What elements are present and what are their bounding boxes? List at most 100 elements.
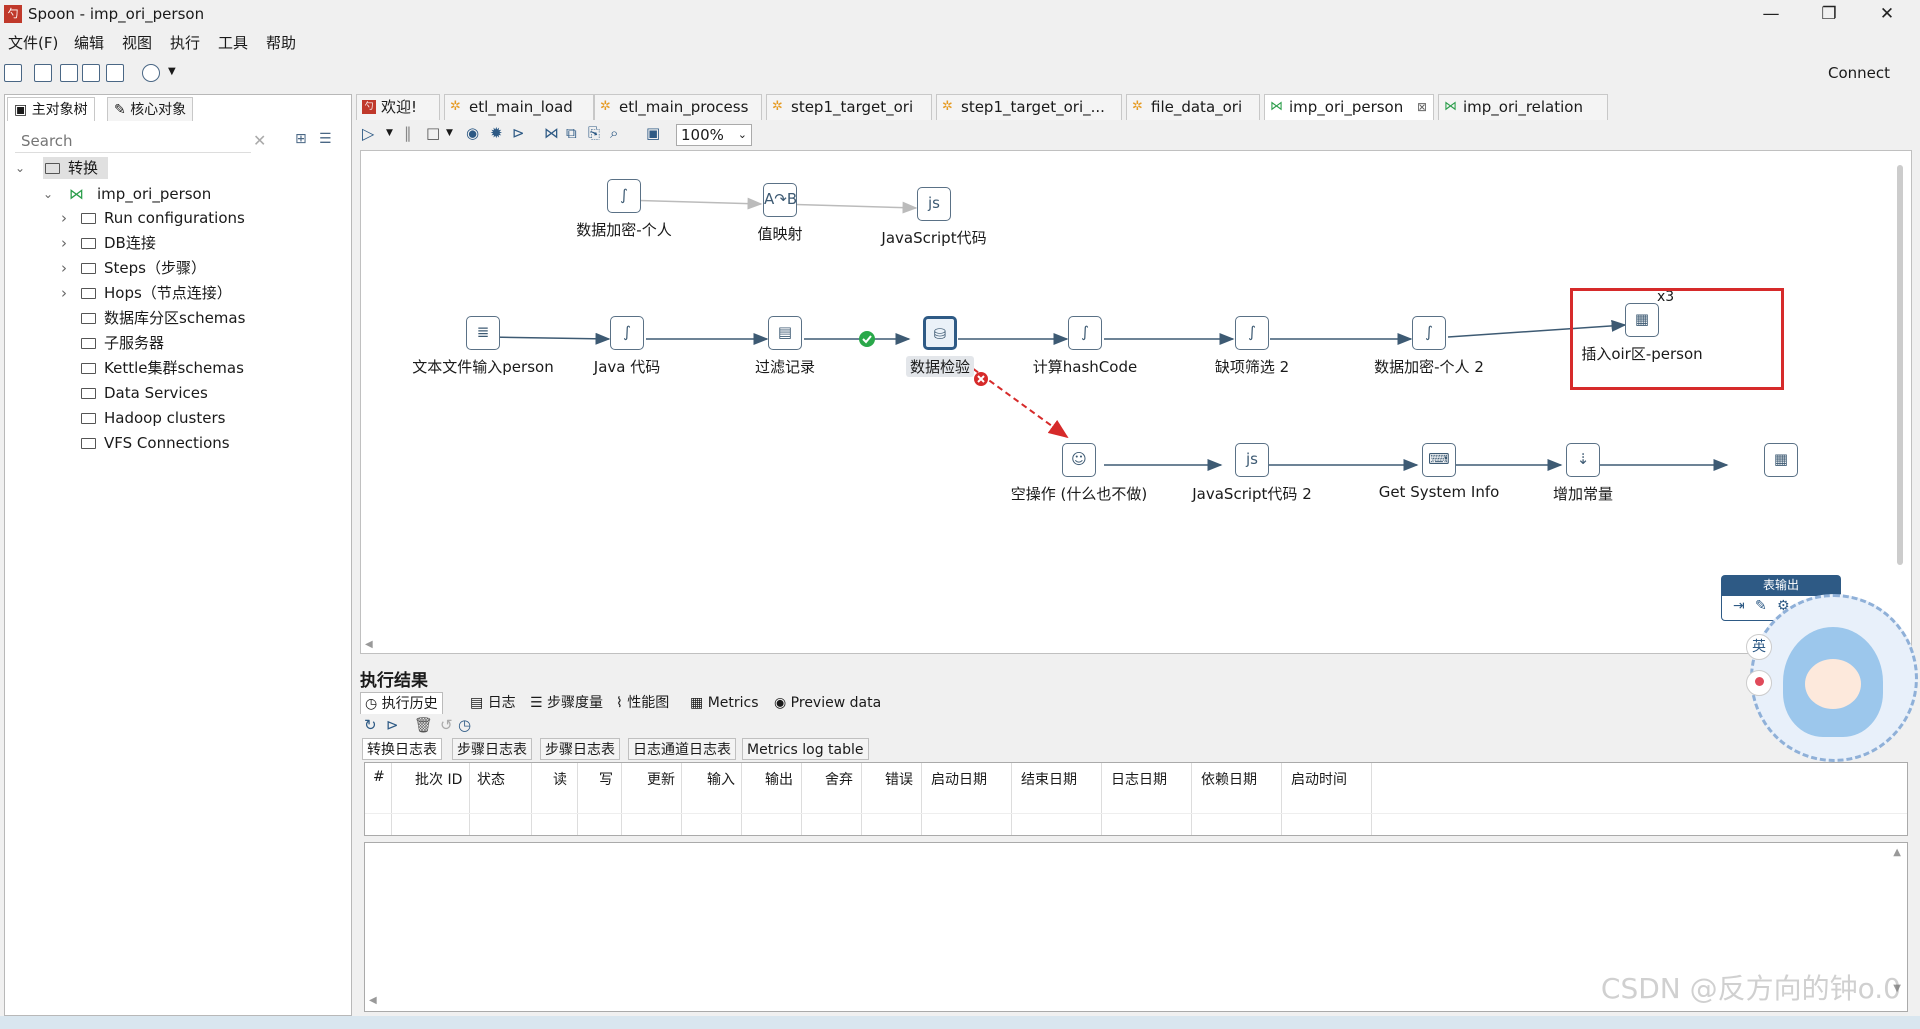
tree-item[interactable]: Hadoop clusters xyxy=(81,407,225,429)
tree-item[interactable]: ›DB连接 xyxy=(61,234,156,252)
expand-all-icon[interactable]: ⊞ xyxy=(295,131,307,147)
tab-metrics-log-table[interactable]: Metrics log table xyxy=(742,738,869,760)
tree-item[interactable]: 数据库分区schemas xyxy=(81,307,245,329)
clear-search-icon[interactable]: ✕ xyxy=(253,131,267,150)
step-missing-filter[interactable]: ∫缺项筛选 2 xyxy=(1215,316,1289,376)
step-data-validator[interactable]: ⛁数据检验 xyxy=(904,316,976,377)
vertical-scrollbar[interactable] xyxy=(1897,165,1903,565)
tree-item[interactable]: ›Run configurations xyxy=(61,209,245,227)
close-button[interactable]: ✕ xyxy=(1879,4,1895,24)
connect-button[interactable]: Connect xyxy=(1827,64,1890,82)
menu-edit[interactable]: 编辑 xyxy=(74,34,105,52)
tab-execution-history[interactable]: ◷ 执行历史 xyxy=(360,692,443,714)
replay-icon[interactable]: ⊳ xyxy=(512,124,525,142)
tab-channel-log-table[interactable]: 日志通道日志表 xyxy=(628,738,736,760)
column-header[interactable]: 状态 xyxy=(477,772,505,788)
step-table-output[interactable]: ▦ xyxy=(1745,443,1817,483)
menu-file[interactable]: 文件(F) xyxy=(8,34,59,52)
replay-icon[interactable]: ⊳ xyxy=(386,716,399,734)
menu-help[interactable]: 帮助 xyxy=(266,34,297,52)
column-header[interactable]: 读 xyxy=(553,772,567,788)
scroll-down-icon[interactable]: ▼ xyxy=(1893,983,1901,994)
tab-file-data-ori[interactable]: ✲file_data_ori xyxy=(1126,94,1260,120)
step-get-system-info[interactable]: ⌨Get System Info xyxy=(1379,443,1499,501)
column-header[interactable]: 结束日期 xyxy=(1021,772,1077,788)
column-header[interactable]: # xyxy=(373,769,385,785)
chevron-down-icon[interactable]: ▼ xyxy=(386,128,393,138)
floating-avatar-widget[interactable] xyxy=(1750,594,1918,762)
step-calc-hashcode[interactable]: ∫计算hashCode xyxy=(1033,316,1137,376)
ime-badge[interactable]: 英 xyxy=(1746,634,1772,660)
tab-etl-main-load[interactable]: ✲etl_main_load xyxy=(444,94,594,120)
chevron-down-icon[interactable]: ▼ xyxy=(446,128,453,138)
chevron-down-icon[interactable]: ▼ xyxy=(168,66,176,77)
tree-item[interactable]: VFS Connections xyxy=(81,432,230,454)
tab-metrics[interactable]: ▦ Metrics xyxy=(690,695,759,711)
input-icon[interactable]: ⇥ xyxy=(1733,598,1745,614)
log-details-pane[interactable]: ◀ ▲ ▼ CSDN @反方向的钟o.0 xyxy=(364,842,1908,1012)
zoom-select[interactable]: 100%⌄ xyxy=(676,124,752,146)
tab-trans-log-table[interactable]: 转换日志表 xyxy=(362,738,442,760)
column-header[interactable]: 日志日期 xyxy=(1111,772,1167,788)
column-header[interactable]: 舍弃 xyxy=(825,772,853,788)
preview-icon[interactable]: ◉ xyxy=(466,124,480,142)
menu-view[interactable]: 视图 xyxy=(122,34,153,52)
save-icon[interactable] xyxy=(82,64,100,82)
tab-core-objects[interactable]: ✎ 核心对象 xyxy=(107,97,194,121)
menu-run[interactable]: 执行 xyxy=(170,34,201,52)
column-header[interactable]: 启动时间 xyxy=(1291,772,1347,788)
tab-preview-data[interactable]: ◉ Preview data xyxy=(774,695,882,711)
menu-tools[interactable]: 工具 xyxy=(218,34,249,52)
column-header[interactable]: 写 xyxy=(599,772,613,788)
step-popup[interactable]: 表输出 ⇥ ✎ ⚙ ⇤ ✐ xyxy=(1721,575,1841,623)
run-icon[interactable]: ▷ xyxy=(362,124,375,143)
tree-item[interactable]: 子服务器 xyxy=(81,332,164,354)
step-filter-rows[interactable]: ▤过滤记录 xyxy=(749,316,821,376)
search-input[interactable] xyxy=(15,129,251,153)
chevron-down-icon[interactable]: ⌄ xyxy=(43,187,54,201)
step-data-encrypt[interactable]: ∫数据加密-个人 xyxy=(576,179,672,239)
column-header[interactable]: 依赖日期 xyxy=(1201,772,1257,788)
scroll-left-icon[interactable]: ◀ xyxy=(365,639,373,650)
tab-perf-graph[interactable]: ⌇ 性能图 xyxy=(616,695,670,711)
debug-icon[interactable]: ✹ xyxy=(490,124,503,142)
clock-icon[interactable]: ◷ xyxy=(458,716,472,734)
column-header[interactable]: 错误 xyxy=(885,772,913,788)
verify-icon[interactable]: ⋈ xyxy=(544,124,559,142)
tree-item[interactable]: ›Steps（步骤） xyxy=(61,259,206,277)
column-header[interactable]: 输出 xyxy=(765,772,793,788)
tab-step1-target-ori[interactable]: ✲step1_target_ori xyxy=(766,94,932,120)
column-header[interactable]: 启动日期 xyxy=(931,772,987,788)
undo-icon[interactable]: ↺ xyxy=(440,716,453,734)
tab-step-metrics[interactable]: ☰ 步骤度量 xyxy=(530,695,604,711)
step-text-file-input[interactable]: ≣文本文件输入person xyxy=(412,316,554,376)
new-file-icon[interactable] xyxy=(4,64,22,82)
step-insert-oir-person[interactable]: ▦插入oir区-person xyxy=(1581,303,1703,363)
save-as-icon[interactable] xyxy=(106,64,124,82)
tab-etl-main-process[interactable]: ✲etl_main_process xyxy=(594,94,762,120)
pause-icon[interactable]: ‖ xyxy=(404,124,412,142)
tab-main-object-tree[interactable]: ▣ 主对象树 xyxy=(7,97,95,121)
show-results-icon[interactable]: ▣ xyxy=(646,124,661,142)
tab-step-log-table[interactable]: 步骤日志表 xyxy=(452,738,532,760)
maximize-button[interactable]: ❐ xyxy=(1821,4,1837,24)
scroll-up-icon[interactable]: ▲ xyxy=(1893,847,1901,858)
column-header[interactable]: 更新 xyxy=(647,772,675,788)
layers-icon[interactable] xyxy=(142,64,160,82)
trash-icon[interactable]: 🗑 xyxy=(414,716,434,734)
tab-log[interactable]: ▤ 日志 xyxy=(470,695,516,711)
settings-badge[interactable] xyxy=(1746,670,1772,696)
sql-icon[interactable]: ⎘ xyxy=(588,124,601,142)
edit-icon[interactable]: ✎ xyxy=(1755,598,1767,614)
log-table[interactable]: # 批次 ID 状态 读 写 更新 输入 输出 舍弃 错误 启动日期 结束日期 … xyxy=(364,762,1908,836)
column-header[interactable]: 输入 xyxy=(707,772,735,788)
collapse-all-icon[interactable]: ☰ xyxy=(319,131,332,147)
step-add-constants[interactable]: ⇣增加常量 xyxy=(1547,443,1619,503)
chevron-down-icon[interactable]: ⌄ xyxy=(15,161,26,175)
open-file-icon[interactable] xyxy=(34,64,52,82)
step-dummy[interactable]: ☺空操作 (什么也不做) xyxy=(1011,443,1147,503)
